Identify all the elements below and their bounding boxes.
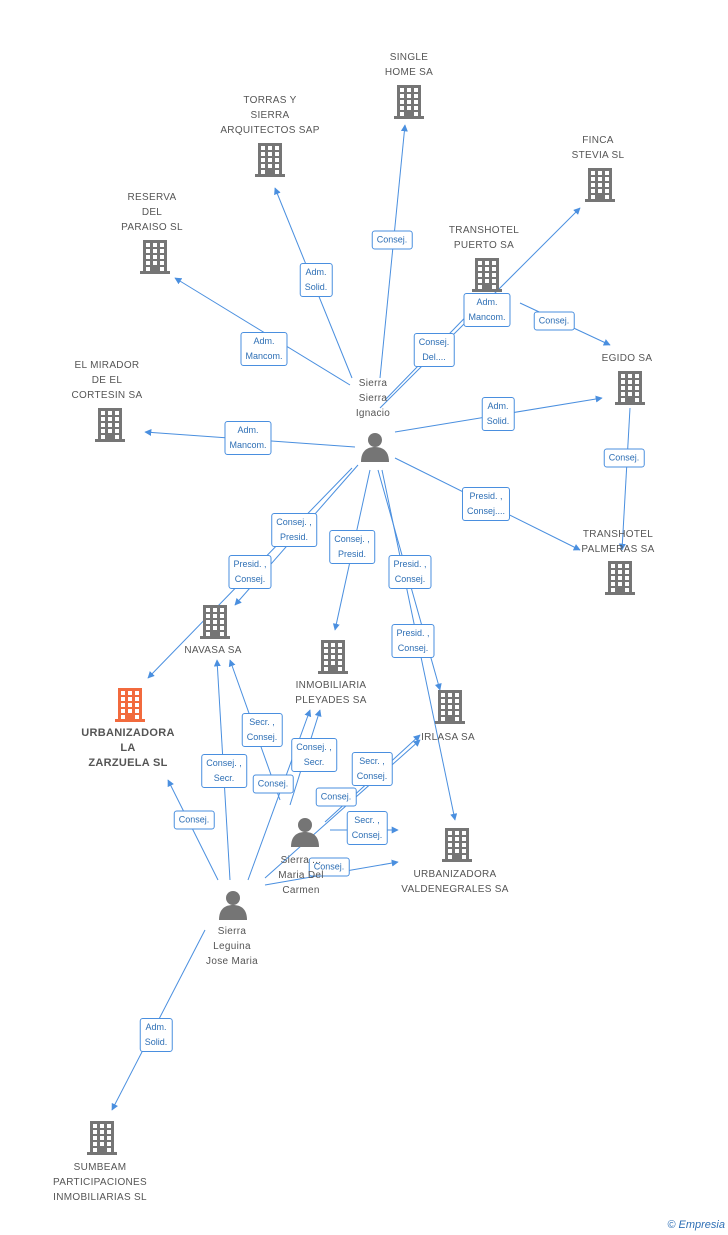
edge-label[interactable]: Consej. [173, 810, 215, 830]
edge-label[interactable]: Consej. [252, 774, 294, 794]
building-icon[interactable] [605, 561, 635, 595]
brand-name[interactable]: Empresia [678, 1219, 725, 1231]
node-label-egido[interactable]: EGIDO SA [601, 353, 653, 364]
edge-label[interactable]: Adm. Solid. [139, 1018, 173, 1052]
edge-label[interactable]: Consej. Del.... [413, 333, 455, 367]
building-icon[interactable] [140, 240, 170, 274]
edge-label[interactable]: Consej. [315, 787, 357, 807]
copyright-icon: © [667, 1219, 676, 1231]
edge-label[interactable]: Consej. [371, 230, 413, 250]
edge-label[interactable]: Consej. [533, 311, 575, 331]
person-icon[interactable] [361, 433, 389, 462]
node-label-sierra_carmen[interactable]: Sierra ... Maria Del Carmen [278, 855, 324, 896]
edge-label[interactable]: Consej. [308, 857, 350, 877]
edge-label[interactable]: Presid. , Consej.... [461, 487, 511, 521]
node-label-mirador[interactable]: EL MIRADOR DE EL CORTESIN SA [71, 360, 143, 401]
edge-label[interactable]: Presid. , Consej. [388, 555, 432, 589]
node-label-transhotel_palmeras[interactable]: TRANSHOTEL PALMERAS SA [581, 529, 655, 555]
edge-label[interactable]: Consej. , Presid. [271, 513, 317, 547]
node-label-torras[interactable]: TORRAS Y SIERRA ARQUITECTOS SAP [220, 95, 320, 136]
person-icon[interactable] [291, 818, 319, 847]
building-icon[interactable] [200, 605, 230, 639]
building-icon[interactable] [442, 828, 472, 862]
edge-sierra_ignacio-to-single_home [379, 124, 408, 379]
edge-label[interactable]: Presid. , Consej. [228, 555, 272, 589]
building-icon[interactable] [394, 85, 424, 119]
edge-label[interactable]: Adm. Mancom. [224, 421, 272, 455]
building-icon[interactable] [95, 408, 125, 442]
edge-label[interactable]: Adm. Solid. [481, 397, 515, 431]
edge-egido-to-transhotel_palmeras [618, 407, 631, 551]
building-icon[interactable] [585, 168, 615, 202]
building-icon[interactable] [615, 371, 645, 405]
node-label-single_home[interactable]: SINGLE HOME SA [384, 52, 434, 78]
edge-label[interactable]: Presid. , Consej. [391, 624, 435, 658]
building-icon[interactable] [115, 688, 145, 722]
edge-label[interactable]: Consej. [603, 448, 645, 468]
node-label-valdenegrales[interactable]: URBANIZADORA VALDENEGRALES SA [401, 869, 509, 895]
node-label-irlasa[interactable]: IRLASA SA [421, 732, 475, 743]
edges-layer [111, 124, 631, 1111]
node-label-sierra_jose[interactable]: Sierra Leguina Jose Maria [206, 926, 258, 967]
edge-label[interactable]: Secr. , Consej. [351, 752, 393, 786]
node-label-pleyades[interactable]: INMOBILIARIA PLEYADES SA [295, 680, 367, 706]
edge-label[interactable]: Secr. , Consej. [241, 713, 283, 747]
building-icon[interactable] [472, 258, 502, 292]
building-icon[interactable] [318, 640, 348, 674]
nodes-layer [87, 85, 645, 1155]
edge-label[interactable]: Adm. Solid. [299, 263, 333, 297]
node-label-transhotel_puerto[interactable]: TRANSHOTEL PUERTO SA [448, 225, 520, 251]
node-label-urbanizadora_zarzuela[interactable]: URBANIZADORA LA ZARZUELA SL [81, 727, 175, 769]
edge-label[interactable]: Adm. Mancom. [463, 293, 511, 327]
building-icon[interactable] [435, 690, 465, 724]
edge-label[interactable]: Secr. , Consej. [346, 811, 388, 845]
building-icon[interactable] [255, 143, 285, 177]
edge-label[interactable]: Consej. , Secr. [201, 754, 247, 788]
edge-label[interactable]: Adm. Mancom. [240, 332, 288, 366]
edge-label[interactable]: Consej. , Presid. [329, 530, 375, 564]
node-label-finca[interactable]: FINCA STEVIA SL [571, 135, 625, 161]
node-label-reserva[interactable]: RESERVA DEL PARAISO SL [121, 192, 183, 233]
edge-label[interactable]: Consej. , Secr. [291, 738, 337, 772]
node-label-sumbeam[interactable]: SUMBEAM PARTICIPACIONES INMOBILIARIAS SL [53, 1162, 147, 1203]
edge-sierra_ignacio-to-reserva [174, 277, 351, 386]
edge-sierra_jose-to-urbanizadora_zarzuela [167, 779, 219, 881]
node-label-navasa[interactable]: NAVASA SA [184, 645, 242, 656]
brand-footer: © Empresia [667, 1219, 725, 1231]
person-icon[interactable] [219, 891, 247, 920]
edge-sierra_jose-to-irlasa [264, 739, 421, 879]
node-label-sierra_ignacio[interactable]: Sierra Sierra Ignacio [355, 378, 391, 419]
building-icon[interactable] [87, 1121, 117, 1155]
